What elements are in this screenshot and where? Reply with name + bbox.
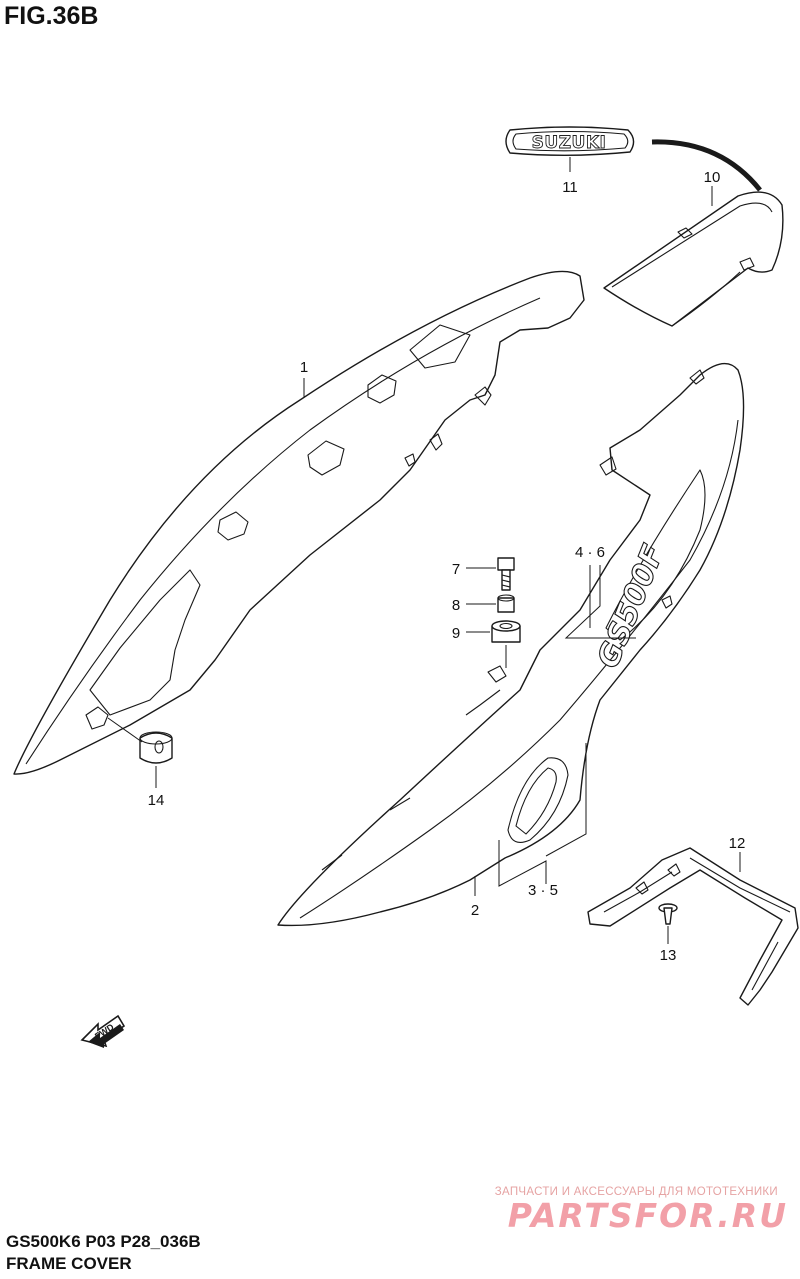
model-code: GS500K6 P03 P28_036B bbox=[6, 1232, 201, 1251]
callout-7: 7 bbox=[452, 561, 460, 578]
collar-part[interactable] bbox=[497, 594, 515, 613]
callout-8: 8 bbox=[452, 597, 460, 614]
bolt-part[interactable] bbox=[497, 557, 515, 591]
callout-4-6: 4 · 6 bbox=[575, 544, 605, 561]
suzuki-emblem-part[interactable]: SUZUKI bbox=[505, 126, 635, 156]
bracket-part[interactable] bbox=[587, 847, 799, 1006]
forward-direction-arrow: FWD bbox=[80, 1014, 126, 1048]
callout-12: 12 bbox=[729, 835, 746, 852]
callout-10: 10 bbox=[704, 169, 721, 186]
figure-title: FIG.36B bbox=[4, 2, 99, 30]
grommet-part[interactable] bbox=[491, 620, 521, 643]
rear-cover-part[interactable] bbox=[603, 139, 784, 327]
callout-13: 13 bbox=[660, 947, 677, 964]
frame-cover-left-part[interactable] bbox=[13, 270, 585, 775]
watermark-tagline: ЗАПЧАСТИ И АКСЕССУАРЫ ДЛЯ МОТОТЕХНИКИ bbox=[494, 1186, 778, 1198]
callout-11: 11 bbox=[562, 179, 578, 196]
callout-1: 1 bbox=[300, 359, 308, 376]
emblem-text: SUZUKI bbox=[532, 133, 607, 153]
figure-name: FRAME COVER bbox=[6, 1254, 132, 1273]
callout-2: 2 bbox=[471, 902, 479, 919]
cushion-part[interactable] bbox=[139, 731, 173, 764]
callout-9: 9 bbox=[452, 625, 460, 642]
callout-14: 14 bbox=[148, 792, 165, 809]
screw-part[interactable] bbox=[658, 903, 678, 925]
watermark-logo: PARTSFOR.RU bbox=[507, 1196, 788, 1235]
callout-3-5: 3 · 5 bbox=[528, 882, 558, 899]
